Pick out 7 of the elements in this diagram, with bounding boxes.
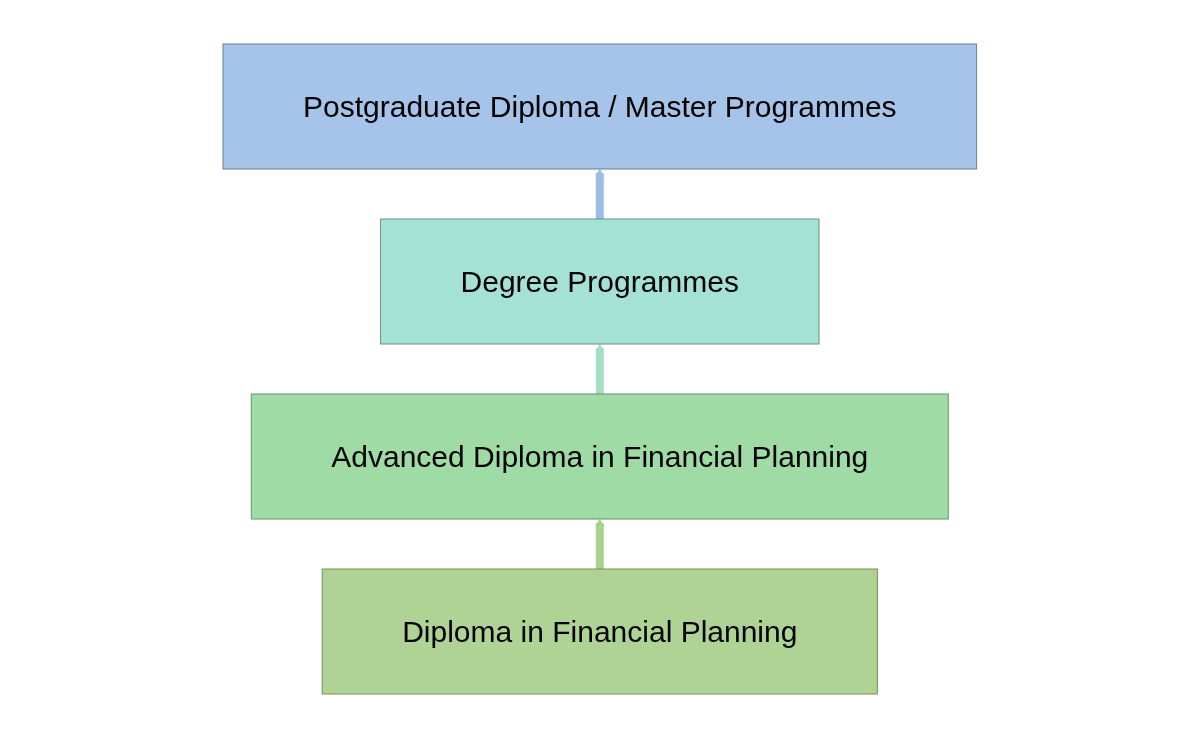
node-box: Advanced Diploma in Financial Planning (251, 393, 949, 519)
arrow (595, 168, 605, 219)
arrow (595, 343, 605, 394)
node-box: Diploma in Financial Planning (321, 568, 879, 694)
node-box: Postgraduate Diploma / Master Programmes (222, 43, 978, 169)
node-box: Degree Programmes (380, 218, 820, 344)
arrow (595, 518, 605, 569)
